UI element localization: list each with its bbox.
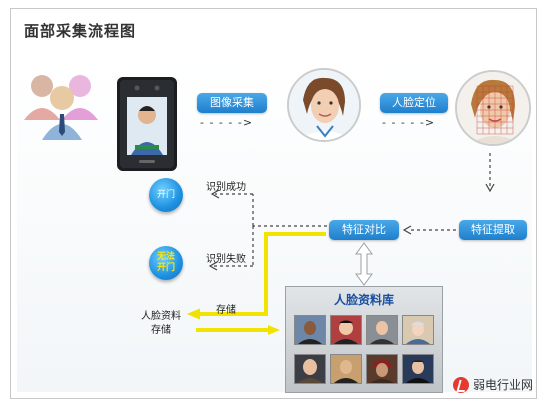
face-database-title: 人脸资料库	[333, 293, 394, 307]
open-door-label: 开门	[156, 189, 175, 200]
recognition-fail-label: 识别失败	[206, 254, 246, 265]
database-face-thumb	[366, 354, 398, 384]
database-face-thumb	[330, 315, 362, 345]
face-data-store-line2: 存储	[151, 325, 171, 336]
database-face-thumb	[402, 354, 434, 384]
database-face-thumb	[402, 315, 434, 345]
face-data-store-line1: 人脸资料	[141, 311, 181, 322]
people-group-icon	[24, 75, 98, 140]
face-grid-portrait-icon	[457, 72, 529, 144]
diagram-title: 面部采集流程图	[24, 22, 137, 40]
database-face-thumb	[330, 354, 362, 384]
portrait-thumb-icon	[403, 355, 433, 383]
step-image-capture: 图像采集	[197, 93, 267, 113]
face-database-panel: 人脸资料库	[285, 286, 443, 393]
recognition-success-label: 识别成功	[206, 182, 246, 193]
arrow-to-capture: - - - - ->	[200, 116, 254, 129]
open-door-button: 开门	[149, 178, 183, 212]
face-data-store-label: 人脸资料 存储	[141, 310, 181, 338]
portrait-thumb-icon	[367, 316, 397, 344]
database-face-thumb	[294, 315, 326, 345]
located-face-photo	[455, 70, 531, 146]
brand-logo-icon	[452, 376, 469, 393]
cannot-open-line2: 开门	[156, 263, 175, 273]
portrait-thumb-icon	[331, 316, 361, 344]
step-feature-compare: 特征对比	[329, 220, 399, 240]
database-face-thumb	[366, 315, 398, 345]
face-portrait-icon	[289, 70, 359, 140]
cannot-open-door-button: 无法 开门	[149, 246, 183, 280]
captured-face-photo	[287, 68, 361, 142]
portrait-thumb-icon	[403, 316, 433, 344]
arrow-to-locate: - - - - ->	[382, 116, 436, 129]
watermark-text: 弱电行业网	[472, 378, 533, 392]
step-feature-extract: 特征提取	[459, 220, 527, 240]
database-face-thumb	[294, 354, 326, 384]
watermark: 弱电行业网	[452, 376, 533, 393]
portrait-thumb-icon	[295, 355, 325, 383]
portrait-thumb-icon	[295, 316, 325, 344]
cannot-open-line1: 无法	[156, 252, 175, 262]
diagram-stage	[17, 62, 532, 392]
portrait-thumb-icon	[367, 355, 397, 383]
portrait-thumb-icon	[331, 355, 361, 383]
step-face-locate: 人脸定位	[380, 93, 448, 113]
face-terminal-device-icon	[117, 77, 177, 171]
store-label: 存储	[216, 305, 236, 316]
